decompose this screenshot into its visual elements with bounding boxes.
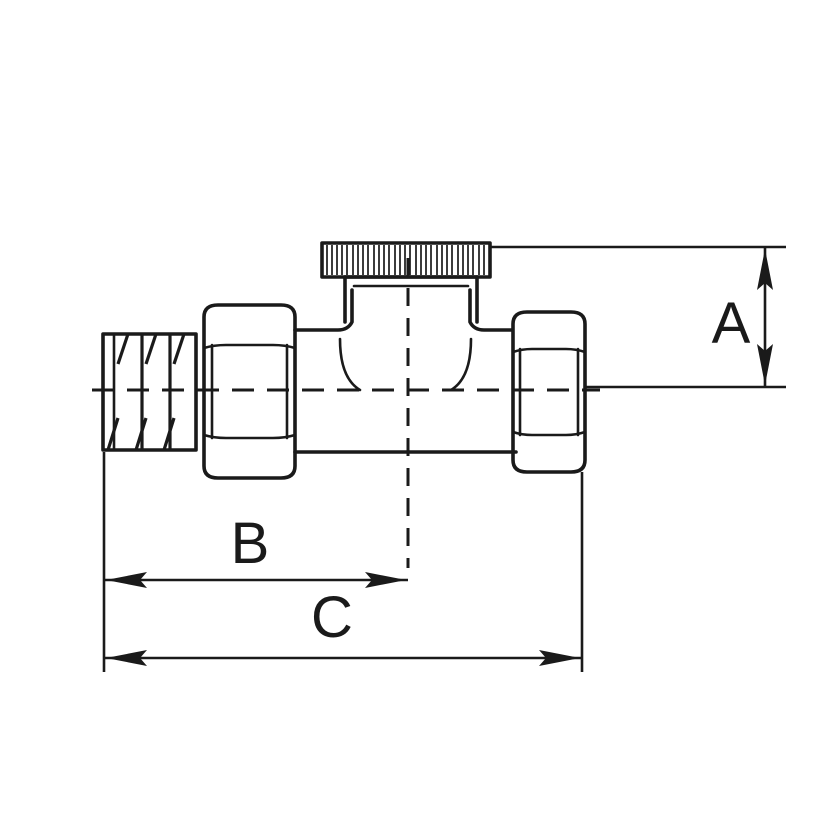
valve-assembly bbox=[92, 241, 600, 568]
bonnet-stem-housing bbox=[343, 275, 479, 324]
dimension-a-label: A bbox=[712, 291, 751, 356]
dimension-a-arrow-up bbox=[757, 249, 773, 290]
dimension-b-arrow-left bbox=[106, 572, 147, 588]
knurl-teeth bbox=[326, 245, 485, 275]
valve-body bbox=[293, 288, 518, 454]
dimension-c-arrow-left bbox=[106, 650, 147, 666]
dimension-c-arrow-right bbox=[539, 650, 580, 666]
right-union-nut bbox=[511, 310, 587, 474]
centre-axis-lines bbox=[92, 258, 600, 568]
dimension-c: C bbox=[104, 472, 584, 672]
dimension-c-label: C bbox=[311, 585, 353, 650]
dimension-a: A bbox=[490, 245, 786, 389]
dimension-a-arrow-down bbox=[757, 344, 773, 385]
dimension-b-label: B bbox=[231, 511, 270, 576]
male-thread-tail bbox=[101, 332, 198, 452]
knurled-handwheel bbox=[320, 241, 492, 279]
dimension-b: B bbox=[102, 452, 408, 672]
dimension-b-arrow-right bbox=[365, 572, 406, 588]
